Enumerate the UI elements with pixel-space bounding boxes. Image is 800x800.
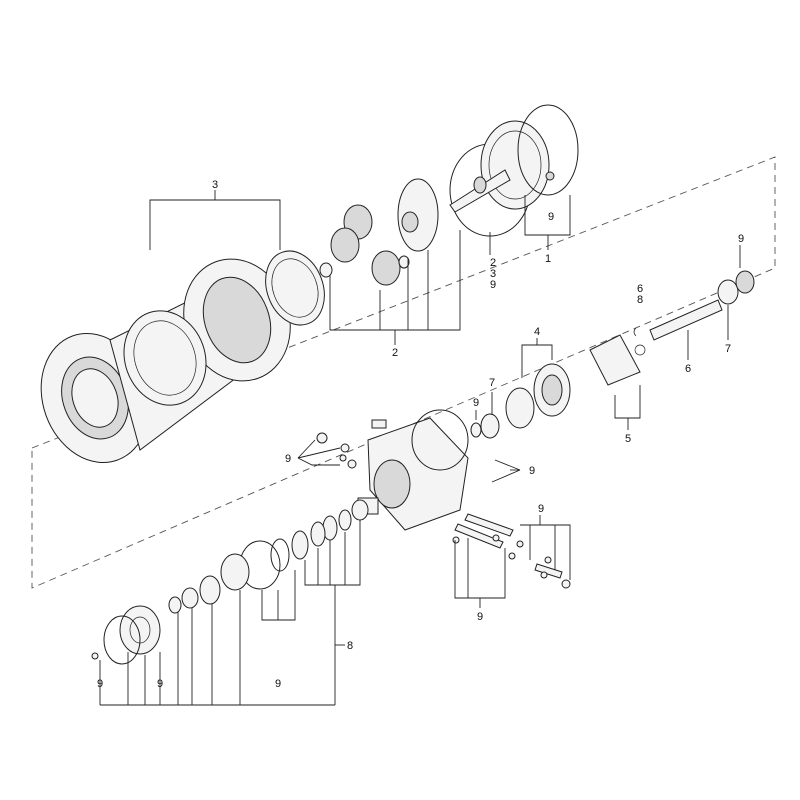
bearing-set <box>470 334 641 439</box>
callout-6-top: 6 <box>637 283 643 295</box>
callout-9-bottom-left: 9 <box>97 678 103 690</box>
cover-assembly <box>449 104 579 213</box>
planetary-gears <box>319 143 531 286</box>
callout-9-bearing: 9 <box>473 397 479 409</box>
callout-3-housing: 3 <box>212 179 218 191</box>
callout-8-top: 8 <box>637 294 643 306</box>
callout-1-cover: 1 <box>545 253 551 265</box>
ring-stack <box>91 499 369 665</box>
callout-9-carrier: 9 <box>490 279 496 291</box>
callout-9-cover: 9 <box>548 211 554 223</box>
assembly-axis-lines <box>31 156 776 589</box>
callout-6-shaft: 6 <box>685 363 691 375</box>
callout-9-valve-lower: 9 <box>477 611 483 623</box>
callout-labels: 3 2 2 3 9 1 9 9 6 8 6 7 4 5 7 9 9 9 9 9 … <box>97 179 744 690</box>
callout-9-right-plugs: 9 <box>529 465 535 477</box>
callout-9-left-plugs: 9 <box>285 453 291 465</box>
callout-4-bearing: 4 <box>534 326 540 338</box>
callout-7-shaft: 7 <box>725 343 731 355</box>
flange-housing <box>40 250 325 464</box>
callout-3-carrier: 3 <box>490 268 496 280</box>
spool-parts <box>452 513 571 589</box>
callout-2-carrier: 2 <box>490 257 496 269</box>
callout-8-stack: 8 <box>347 640 353 652</box>
callout-7-bearing: 7 <box>489 377 495 389</box>
plugs-left <box>316 432 357 469</box>
drive-shaft <box>633 270 755 356</box>
callout-5-plate: 5 <box>625 433 631 445</box>
leader-lines <box>99 190 741 706</box>
callout-9-bottom-middle: 9 <box>275 678 281 690</box>
callout-9-bottom-cover: 9 <box>157 678 163 690</box>
valve-body <box>357 409 469 531</box>
callout-9-top-right: 9 <box>738 233 744 245</box>
callout-2-gears: 2 <box>392 347 398 359</box>
callout-9-valve-upper: 9 <box>538 503 544 515</box>
